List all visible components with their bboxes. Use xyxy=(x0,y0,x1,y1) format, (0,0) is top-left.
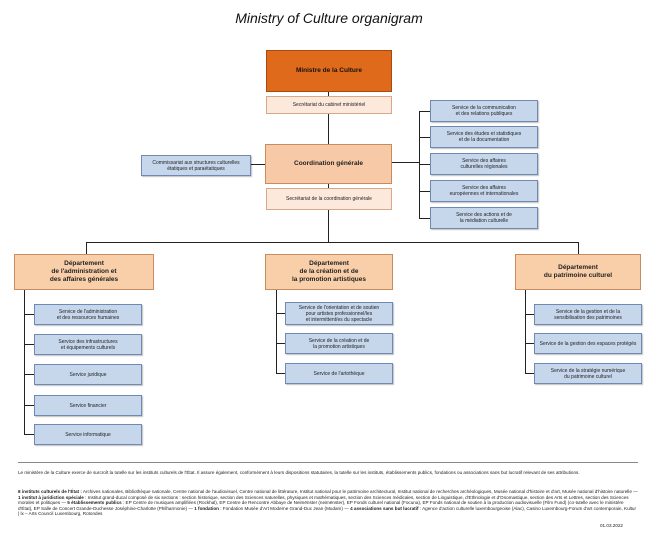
footer-foundation-text: : Fondation Musée d'Art Moderne Grand-Du… xyxy=(218,505,349,511)
connector-right-tick-3 xyxy=(419,164,430,165)
dept2-service-orientation[interactable]: Service de l'orientation et de soutien p… xyxy=(285,302,393,325)
connector-dept2-tick-3 xyxy=(276,373,285,374)
dept3-service-heritage-management[interactable]: Service de la gestion et de la sensibili… xyxy=(534,304,642,325)
footer-foundation-label: 1 fondation xyxy=(192,505,219,511)
dept2-service-creation[interactable]: Service de la création et de la promotio… xyxy=(285,333,393,354)
dept3-service-digital-strategy[interactable]: Service de la stratégie numérique du pat… xyxy=(534,363,642,384)
connector-dept1-tick-1 xyxy=(24,314,34,315)
footer-date: 01.03.2022 xyxy=(600,523,623,528)
connector-right-tick-4 xyxy=(419,191,430,192)
commissariat-box[interactable]: Commissariat aux structures culturelles … xyxy=(141,155,251,176)
footer-divider xyxy=(18,462,638,463)
department-administration[interactable]: Département de l'administration et des a… xyxy=(14,254,154,290)
right-service-2[interactable]: Service des études et statistiques et de… xyxy=(430,126,538,148)
footer-associations-text: : Agence d'action culturelle luxembourge… xyxy=(18,505,637,517)
dept1-service-finance[interactable]: Service financier xyxy=(34,395,142,416)
department-heritage[interactable]: Département du patrimoine culturel xyxy=(515,254,641,290)
dept1-service-it[interactable]: Service informatique xyxy=(34,424,142,445)
footer-institutes-text: Archives nationales, Bibliothèque nation… xyxy=(81,489,638,494)
connector-dept2-vertical xyxy=(276,290,277,374)
dept1-service-administration[interactable]: Service de l'administration et des resso… xyxy=(34,304,142,325)
connector-dept3-vertical xyxy=(525,290,526,374)
connector-dept1-tick-4 xyxy=(24,405,34,406)
department-creation[interactable]: Département de la création et de la prom… xyxy=(265,254,393,290)
footer-institutes-label: 8 instituts culturels de l'État : xyxy=(18,489,82,494)
connector-dept2-tick-2 xyxy=(276,343,285,344)
connector-dept1-tick-3 xyxy=(24,374,34,375)
footer-public-text: : EP Centre de musiques amplifiées (Rock… xyxy=(18,500,624,511)
footer-special-label: 1 institut à juridiction spéciale xyxy=(18,494,84,500)
right-service-5[interactable]: Service des actions et de la médiation c… xyxy=(430,207,538,229)
connector-commissariat xyxy=(251,164,265,165)
dept2-service-artotheque[interactable]: Service de l'artothèque xyxy=(285,363,393,384)
connector-dept-1 xyxy=(86,242,87,254)
chart-title: Ministry of Culture organigram xyxy=(235,10,423,26)
right-service-3[interactable]: Service des affaires culturelles régiona… xyxy=(430,153,538,175)
footer-institutions: 8 instituts culturels de l'État : Archiv… xyxy=(18,489,638,517)
footer-special-text: : Institut grand-ducal composé de six se… xyxy=(18,494,629,506)
footer-public-label: 5 établissements publics xyxy=(66,500,122,506)
connector-right-tick-5 xyxy=(419,218,430,219)
coordination-box[interactable]: Coordination générale xyxy=(265,144,392,184)
connector-dept3-tick-2 xyxy=(525,343,534,344)
dept3-service-protected-spaces[interactable]: Service de la gestion des espaces protég… xyxy=(534,333,642,354)
connector-right-tick-1 xyxy=(419,111,430,112)
coordination-secretariat-box[interactable]: Secrétariat de la coordination générale xyxy=(266,188,392,210)
connector-dept1-tick-5 xyxy=(24,434,34,435)
footer-associations-label: 4 associations sans but lucratif xyxy=(348,505,419,511)
dept1-service-legal[interactable]: Service juridique xyxy=(34,364,142,385)
right-service-1[interactable]: Service de la communication et des relat… xyxy=(430,100,538,122)
dept1-service-infrastructures[interactable]: Service des infrastructures et équipemen… xyxy=(34,334,142,355)
connector-departments-horizontal xyxy=(86,242,578,243)
connector-dept1-vertical xyxy=(24,290,25,434)
connector-dept-3 xyxy=(578,242,579,254)
connector-dept1-tick-2 xyxy=(24,344,34,345)
cabinet-secretariat-box[interactable]: Secrétariat du cabinet ministériel xyxy=(266,96,392,114)
footer-intro: Le ministère de la Culture exerce de sur… xyxy=(18,470,580,475)
right-service-4[interactable]: Service des affaires européennes et inte… xyxy=(430,180,538,202)
minister-box[interactable]: Ministre de la Culture xyxy=(266,50,392,92)
connector-right-tick-2 xyxy=(419,137,430,138)
connector-dept3-tick-1 xyxy=(525,314,534,315)
connector-dept3-tick-3 xyxy=(525,373,534,374)
connector-dept2-tick-1 xyxy=(276,313,285,314)
